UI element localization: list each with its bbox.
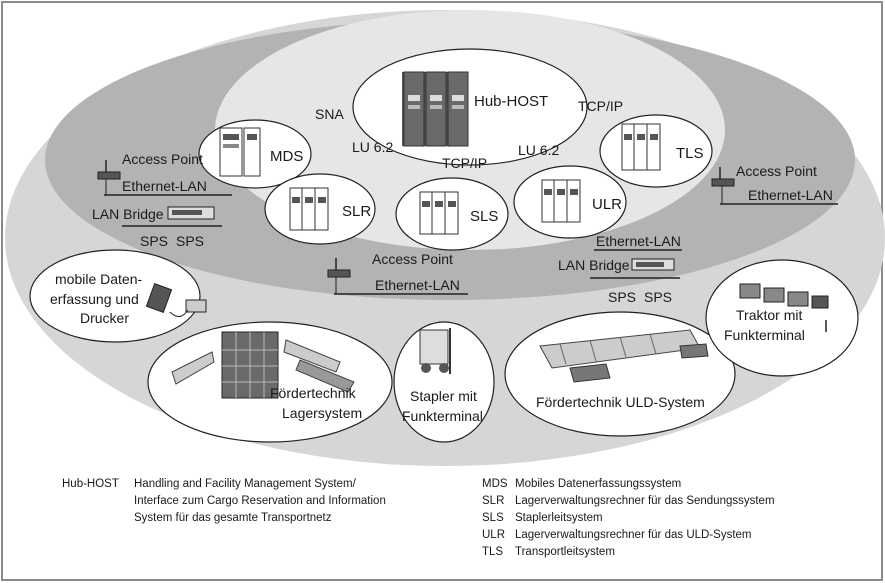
legend-hub-key: Hub-HOST [62, 478, 119, 490]
server-icon [219, 127, 261, 177]
lan-bridge-left-label: LAN Bridge [92, 206, 164, 222]
access-point-right-label: Access Point [736, 163, 817, 179]
forklift-icon [419, 328, 451, 374]
server-icon [289, 187, 329, 231]
legend-text: Transportleitsystem [515, 546, 615, 558]
ethernet-lan-mid-right-label: Ethernet-LAN [596, 233, 681, 249]
rack-storage-icon [171, 331, 355, 399]
access-point-left-label: Access Point [122, 151, 203, 167]
legend-hub-line: System für das gesamte Transportnetz [134, 512, 332, 524]
lan-bridge-icon [167, 206, 215, 220]
mobile-label-line2: erfassung und [50, 291, 139, 307]
server-icon [541, 179, 581, 223]
sls-label: SLS [470, 208, 498, 225]
sps-label: SPS [176, 233, 204, 249]
legend-hub-line: Handling and Facility Management System/ [134, 478, 357, 490]
ulr-label: ULR [592, 196, 622, 213]
foerder-uld-label: Fördertechnik ULD-System [536, 394, 705, 410]
traktor-label-line1: Traktor mit [736, 307, 802, 323]
access-point-mid-label: Access Point [372, 251, 453, 267]
lu62-right-label: LU 6.2 [518, 142, 559, 158]
legend-key: MDS [482, 478, 508, 490]
legend-key: SLR [482, 495, 504, 507]
sps-label: SPS [608, 289, 636, 305]
handheld-terminal-icon [145, 283, 207, 317]
lu62-left-label: LU 6.2 [352, 139, 393, 155]
stapler-label-line1: Stapler mit [410, 388, 477, 404]
tls-label: TLS [676, 145, 704, 162]
legend-hub-line: Interface zum Cargo Reservation and Info… [134, 495, 386, 507]
lan-bridge-icon [631, 258, 675, 271]
stapler-node [393, 321, 495, 443]
legend-key: ULR [482, 529, 505, 541]
traktor-label-line2: Funkterminal [724, 327, 805, 343]
legend: Hub-HOST Handling and Facility Managemen… [62, 478, 775, 558]
access-point-icon [327, 258, 351, 278]
legend-text: Mobiles Datenerfassungssystem [515, 478, 681, 490]
access-point-icon [711, 167, 735, 187]
server-icon [419, 191, 459, 235]
mds-label: MDS [270, 148, 303, 165]
mobile-data-capture-node [29, 249, 201, 343]
stapler-label-line2: Funkterminal [402, 408, 483, 424]
server-icon [621, 123, 661, 171]
mobile-label-line1: mobile Daten- [55, 271, 142, 287]
uld-conveyor-icon [539, 329, 709, 383]
hub-host-label: Hub-HOST [474, 93, 548, 110]
access-point-icon [97, 160, 121, 180]
sna-label: SNA [315, 106, 344, 122]
mobile-label-line3: Drucker [80, 310, 129, 326]
tcpip-top-label: TCP/IP [578, 98, 623, 114]
legend-key: SLS [482, 512, 504, 524]
legend-text: Lagerverwaltungsrechner für das Sendungs… [515, 495, 775, 507]
legend-text: Staplerleitsystem [515, 512, 603, 524]
sps-label: SPS [644, 289, 672, 305]
slr-label: SLR [342, 203, 371, 220]
foerder-lager-label-line2: Lagersystem [282, 405, 362, 421]
tcpip-mid-label: TCP/IP [442, 155, 487, 171]
sps-label: SPS [140, 233, 168, 249]
tractor-train-icon [739, 283, 829, 332]
ethernet-lan-right-label: Ethernet-LAN [748, 187, 833, 203]
mainframe-icon [402, 71, 469, 147]
legend-text: Lagerverwaltungsrechner für das ULD-Syst… [515, 529, 752, 541]
lan-bridge-right-label: LAN Bridge [558, 257, 630, 273]
legend-key: TLS [482, 546, 503, 558]
foerder-lager-label-line1: Fördertechnik [270, 385, 357, 401]
ethernet-lan-left-label: Ethernet-LAN [122, 178, 207, 194]
foerdertechnik-uld-node [504, 311, 736, 437]
ethernet-lan-mid-label: Ethernet-LAN [375, 277, 460, 293]
